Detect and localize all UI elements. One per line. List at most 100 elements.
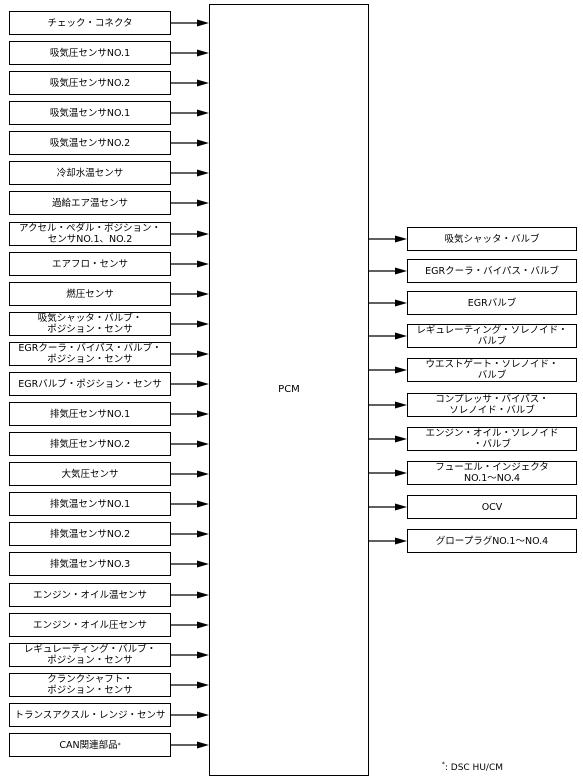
input-arrow bbox=[171, 621, 209, 629]
input-box: クランクシャフト・ ポジション・センサ bbox=[9, 673, 171, 697]
footnote-marker: * bbox=[441, 761, 445, 768]
output-box: 吸気シャッタ・バルブ bbox=[407, 227, 577, 251]
input-label: 排気圧センサNO.2 bbox=[49, 438, 131, 450]
input-label: 排気温センサNO.1 bbox=[49, 498, 131, 510]
input-label: 吸気温センサNO.1 bbox=[49, 107, 131, 119]
input-box: EGRクーラ・バイパス・バルブ・ ポジション・センサ bbox=[9, 342, 171, 366]
output-box: ウエストゲート・ソレノイド・ バルブ bbox=[407, 358, 577, 382]
input-label: エンジン・オイル圧センサ bbox=[32, 619, 147, 631]
input-arrow bbox=[171, 560, 209, 568]
input-arrow bbox=[171, 651, 209, 659]
input-arrow bbox=[171, 19, 209, 27]
output-label: OCV bbox=[481, 501, 503, 513]
output-label: グロープラグNO.1～NO.4 bbox=[435, 535, 549, 547]
input-label: エアフロ・センサ bbox=[51, 258, 128, 270]
output-arrow bbox=[369, 366, 407, 374]
input-box: エアフロ・センサ bbox=[9, 252, 171, 276]
input-arrow bbox=[171, 230, 209, 238]
output-box: EGRクーラ・バイパス・バルブ bbox=[407, 259, 577, 283]
output-box: フューエル・インジェクタ NO.1～NO.4 bbox=[407, 461, 577, 485]
input-arrow bbox=[171, 290, 209, 298]
input-arrow bbox=[171, 711, 209, 719]
input-arrow bbox=[171, 49, 209, 57]
output-box: OCV bbox=[407, 495, 577, 519]
input-arrow bbox=[171, 741, 209, 749]
input-arrow bbox=[171, 380, 209, 388]
input-box: CAN関連部品* bbox=[9, 733, 171, 757]
input-box: 吸気圧センサNO.2 bbox=[9, 71, 171, 95]
footnote-text: : DSC HU/CM bbox=[444, 763, 503, 773]
output-box: EGRバルブ bbox=[407, 291, 577, 315]
input-box: 排気圧センサNO.2 bbox=[9, 432, 171, 456]
input-label: EGRクーラ・バイパス・バルブ・ ポジション・センサ bbox=[18, 343, 162, 365]
input-box: 排気温センサNO.1 bbox=[9, 492, 171, 516]
output-arrow bbox=[369, 267, 407, 275]
output-arrow bbox=[369, 299, 407, 307]
input-arrow bbox=[171, 591, 209, 599]
input-box: 排気温センサNO.3 bbox=[9, 552, 171, 576]
output-label: レギュレーティング・ソレノイド・ バルブ bbox=[416, 325, 568, 347]
output-arrow bbox=[369, 435, 407, 443]
input-box: 吸気温センサNO.2 bbox=[9, 131, 171, 155]
input-label: 排気温センサNO.2 bbox=[49, 528, 131, 540]
output-label: フューエル・インジェクタ NO.1～NO.4 bbox=[435, 462, 549, 484]
input-arrow bbox=[171, 440, 209, 448]
input-label: レギュレーティング・バルブ・ ポジション・センサ bbox=[23, 644, 157, 666]
input-label: エンジン・オイル温センサ bbox=[32, 589, 147, 601]
output-label: エンジン・オイル・ソレノイド ・バルブ bbox=[425, 428, 559, 450]
input-arrow bbox=[171, 320, 209, 328]
input-arrow bbox=[171, 260, 209, 268]
input-box: エンジン・オイル温センサ bbox=[9, 583, 171, 607]
input-label: クランクシャフト・ ポジション・センサ bbox=[47, 674, 133, 696]
input-box: 燃圧センサ bbox=[9, 282, 171, 306]
input-label: 吸気温センサNO.2 bbox=[49, 137, 131, 149]
input-arrow bbox=[171, 169, 209, 177]
output-label: コンプレッサ・バイパス・ ソレノイド・バルブ bbox=[435, 394, 549, 416]
output-arrow bbox=[369, 503, 407, 511]
output-box: レギュレーティング・ソレノイド・ バルブ bbox=[407, 324, 577, 348]
input-label: トランスアクスル・レンジ・センサ bbox=[14, 709, 166, 721]
input-label: 過給エア温センサ bbox=[51, 197, 128, 209]
output-box: エンジン・オイル・ソレノイド ・バルブ bbox=[407, 427, 577, 451]
output-label: EGRクーラ・バイパス・バルブ bbox=[425, 265, 559, 277]
input-box: 吸気シャッタ・バルブ・ ポジション・センサ bbox=[9, 312, 171, 336]
output-arrow bbox=[369, 332, 407, 340]
output-box: コンプレッサ・バイパス・ ソレノイド・バルブ bbox=[407, 393, 577, 417]
input-label: 冷却水温センサ bbox=[56, 167, 124, 179]
input-arrow bbox=[171, 199, 209, 207]
input-label: チェック・コネクタ bbox=[47, 17, 133, 29]
footnote: *: DSC HU/CM bbox=[442, 761, 503, 773]
output-arrow bbox=[369, 235, 407, 243]
input-label: アクセル・ペダル・ポジション・ センサNO.1、NO.2 bbox=[18, 223, 162, 245]
input-label: 排気圧センサNO.1 bbox=[49, 408, 131, 420]
can-marker: * bbox=[117, 741, 121, 749]
input-arrow bbox=[171, 410, 209, 418]
output-box: グロープラグNO.1～NO.4 bbox=[407, 529, 577, 553]
input-box: 冷却水温センサ bbox=[9, 161, 171, 185]
input-label: 大気圧センサ bbox=[61, 468, 119, 480]
output-arrow bbox=[369, 401, 407, 409]
pcm-block: PCM bbox=[209, 4, 369, 776]
input-arrow bbox=[171, 109, 209, 117]
input-box: 吸気圧センサNO.1 bbox=[9, 41, 171, 65]
input-box: レギュレーティング・バルブ・ ポジション・センサ bbox=[9, 643, 171, 667]
input-box: アクセル・ペダル・ポジション・ センサNO.1、NO.2 bbox=[9, 222, 171, 246]
input-arrow bbox=[171, 350, 209, 358]
input-box: 大気圧センサ bbox=[9, 462, 171, 486]
output-label: 吸気シャッタ・バルブ bbox=[444, 233, 540, 245]
input-box: 吸気温センサNO.1 bbox=[9, 101, 171, 125]
output-label: EGRバルブ bbox=[467, 297, 517, 309]
input-box: チェック・コネクタ bbox=[9, 11, 171, 35]
input-box: 排気圧センサNO.1 bbox=[9, 402, 171, 426]
input-label: 吸気圧センサNO.2 bbox=[49, 77, 131, 89]
output-arrow bbox=[369, 469, 407, 477]
input-arrow bbox=[171, 500, 209, 508]
input-label: 燃圧センサ bbox=[66, 288, 114, 300]
output-arrow bbox=[369, 537, 407, 545]
input-box: トランスアクスル・レンジ・センサ bbox=[9, 703, 171, 727]
input-box: EGRバルブ・ポジション・センサ bbox=[9, 372, 171, 396]
input-label: 吸気シャッタ・バルブ・ ポジション・センサ bbox=[37, 313, 143, 335]
input-label: EGRバルブ・ポジション・センサ bbox=[18, 378, 162, 390]
input-box: エンジン・オイル圧センサ bbox=[9, 613, 171, 637]
